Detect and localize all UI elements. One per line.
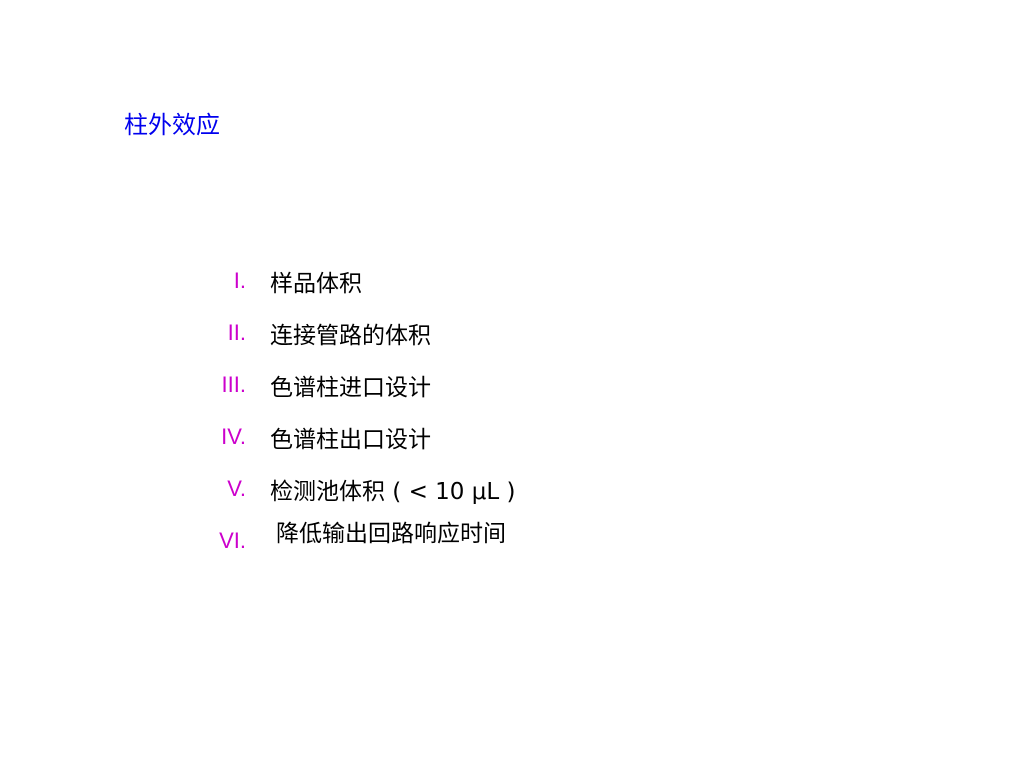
list-item: V. 检测池体积 ( < 10 μL ) bbox=[0, 476, 1024, 516]
list-item-marker: III. bbox=[221, 372, 246, 397]
list-item: II. 连接管路的体积 bbox=[0, 320, 1024, 360]
list-item: I. 样品体积 bbox=[0, 268, 1024, 308]
list-item: III. 色谱柱进口设计 bbox=[0, 372, 1024, 412]
list-item-marker: IV. bbox=[221, 424, 246, 449]
list-item-text: 检测池体积 ( < 10 μL ) bbox=[270, 479, 516, 505]
list-item-text: 色谱柱进口设计 bbox=[270, 375, 431, 401]
list-item: VI. 降低输出回路响应时间 bbox=[0, 521, 1024, 566]
list-item-text: 色谱柱出口设计 bbox=[270, 427, 431, 453]
list-item-marker: V. bbox=[227, 476, 246, 501]
list-item: IV. 色谱柱出口设计 bbox=[0, 424, 1024, 464]
list-item-text: 连接管路的体积 bbox=[270, 323, 431, 349]
list-item-marker: I. bbox=[233, 268, 246, 293]
slide-title: 柱外效应 bbox=[124, 111, 220, 139]
list-item-marker: II. bbox=[227, 320, 246, 345]
list-item-text: 样品体积 bbox=[270, 271, 362, 297]
list-item-text: 降低输出回路响应时间 bbox=[276, 521, 506, 547]
list-item-marker: VI. bbox=[219, 528, 246, 553]
